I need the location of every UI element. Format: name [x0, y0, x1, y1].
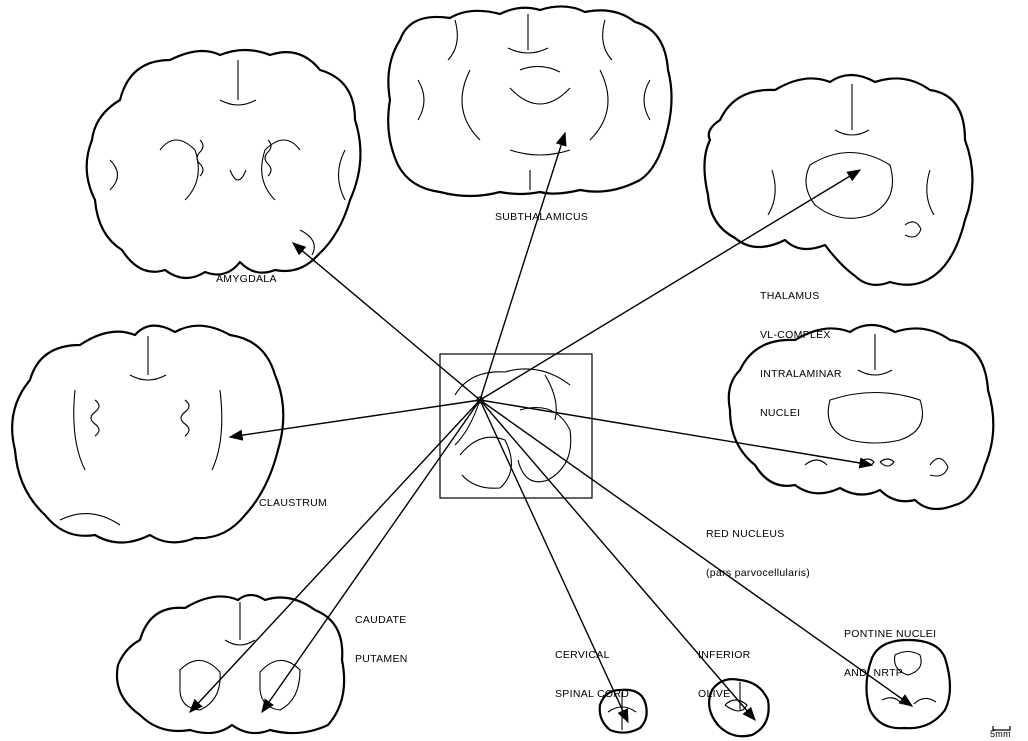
arrow-amygdala	[293, 243, 480, 400]
label-subthalamicus: SUBTHALAMICUS	[495, 211, 588, 224]
label-thalamus: THALAMUS VL-COMPLEX INTRALAMINAR NUCLEI	[760, 264, 842, 433]
label-amygdala: AMYGDALA	[216, 273, 277, 286]
label-thalamus-line2: VL-COMPLEX	[760, 329, 842, 342]
label-cervical-line1: CERVICAL	[555, 649, 629, 662]
label-inferior-olive-line1: INFERIOR	[698, 649, 751, 662]
label-inferior-olive-line2: OLIVE	[698, 688, 751, 701]
label-pontine-line1: PONTINE NUCLEI	[844, 628, 936, 641]
section-subthalamicus	[388, 6, 671, 196]
label-red-nucleus-line1: RED NUCLEUS	[706, 528, 810, 541]
label-red-nucleus: RED NUCLEUS (pars parvocellularis)	[706, 502, 810, 593]
label-pontine-line2: AND NRTP	[844, 667, 936, 680]
arrow-subthalamicus	[480, 133, 565, 400]
arrow-claustrum	[230, 400, 480, 437]
label-thalamus-line3: INTRALAMINAR	[760, 368, 842, 381]
label-thalamus-line1: THALAMUS	[760, 290, 842, 303]
label-pontine-nuclei: PONTINE NUCLEI AND NRTP	[844, 602, 936, 693]
label-cervical-spinal-cord: CERVICAL SPINAL CORD	[555, 623, 629, 714]
label-caudate: CAUDATE	[355, 614, 408, 627]
label-red-nucleus-line2: (pars parvocellularis)	[706, 567, 810, 580]
label-cervical-line2: SPINAL CORD	[555, 688, 629, 701]
arrow-caudate	[190, 400, 480, 712]
label-inferior-olive: INFERIOR OLIVE	[698, 623, 751, 714]
section-claustrum	[12, 326, 283, 543]
section-caudate-putamen	[117, 595, 344, 733]
label-thalamus-line4: NUCLEI	[760, 407, 842, 420]
section-amygdala	[87, 50, 361, 278]
section-thalamus	[704, 75, 972, 285]
label-caudate-putamen: CAUDATE PUTAMEN	[355, 588, 408, 679]
scale-bar-label: 5mm	[990, 728, 1011, 741]
label-claustrum: CLAUSTRUM	[259, 497, 327, 510]
label-putamen: PUTAMEN	[355, 653, 408, 666]
